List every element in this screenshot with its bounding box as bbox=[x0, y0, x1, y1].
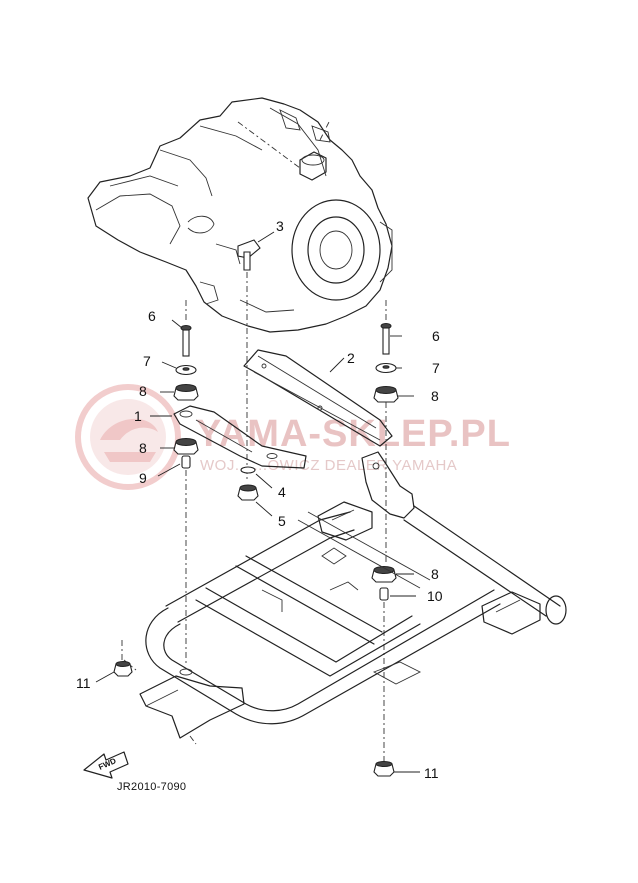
callout-10: 10 bbox=[427, 588, 443, 604]
part-4-washer bbox=[240, 466, 273, 489]
callout-11-left: 11 bbox=[76, 675, 91, 691]
engine-illustration bbox=[87, 97, 393, 333]
callout-8-lower-left: 8 bbox=[139, 440, 147, 456]
part-11-nut-right bbox=[373, 761, 420, 777]
callout-6-right: 6 bbox=[432, 328, 440, 344]
watermark-sub-text: WOJ... ...OWICZ DEALER YAMAHA bbox=[200, 457, 457, 474]
callout-7-left: 7 bbox=[143, 353, 151, 369]
callout-6-left: 6 bbox=[148, 308, 156, 324]
part-8-damper-upper-right bbox=[373, 386, 414, 403]
part-11-nut-left bbox=[95, 661, 133, 683]
part-6-bolt-left bbox=[171, 319, 192, 357]
diagram-code: JR2010-7090 bbox=[117, 781, 186, 793]
part-8-damper-lower-left bbox=[160, 438, 199, 455]
part-8-damper-frame-right bbox=[371, 566, 414, 583]
part-5-nut bbox=[237, 484, 273, 517]
part-3-bracket bbox=[237, 231, 275, 271]
callout-11-right: 11 bbox=[424, 765, 439, 781]
callout-2: 2 bbox=[347, 350, 355, 366]
callout-1: 1 bbox=[134, 408, 142, 424]
part-2-mount-bracket bbox=[243, 349, 393, 447]
part-9-collar bbox=[157, 455, 191, 477]
callouts: 3 6 6 2 7 7 8 8 1 8 9 4 5 8 10 11 11 bbox=[76, 218, 443, 781]
callout-4: 4 bbox=[278, 484, 286, 500]
watermark-logo-icon bbox=[75, 384, 181, 490]
fwd-arrow-icon: FWD bbox=[83, 751, 129, 779]
callout-8-upper-right: 8 bbox=[431, 388, 439, 404]
part-7-washer-left bbox=[161, 361, 197, 376]
callout-5: 5 bbox=[278, 513, 286, 529]
callout-7-right: 7 bbox=[432, 360, 440, 376]
part-8-damper-upper-left bbox=[160, 384, 199, 401]
callout-8-upper-left: 8 bbox=[139, 383, 147, 399]
part-6-bolt-right bbox=[380, 323, 402, 355]
part-1-mount-bracket bbox=[150, 405, 307, 469]
part-7-washer-right bbox=[375, 362, 402, 374]
callout-3: 3 bbox=[276, 218, 284, 234]
part-10-collar bbox=[379, 587, 416, 601]
watermark: YAMA-SKLEP.PL WOJ... ...OWICZ DEALER YAM… bbox=[75, 384, 511, 490]
frame-illustration bbox=[123, 451, 567, 745]
callout-8-frame-right: 8 bbox=[431, 566, 439, 582]
watermark-main-text: YAMA-SKLEP.PL bbox=[196, 413, 511, 455]
callout-9: 9 bbox=[139, 470, 147, 486]
